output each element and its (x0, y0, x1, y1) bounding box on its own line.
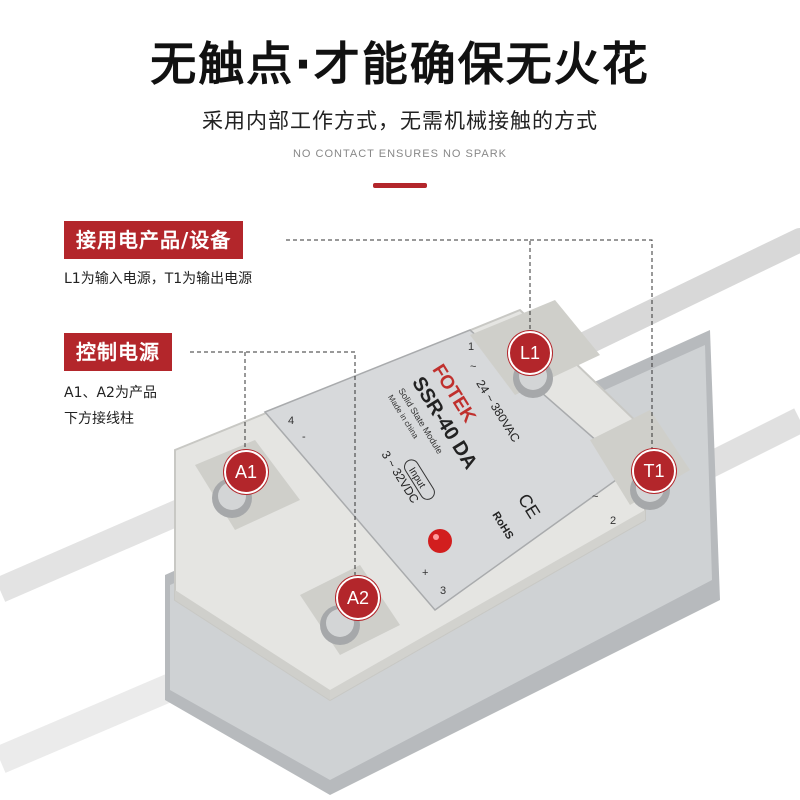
pin-1: 1 (468, 341, 474, 353)
pin-3: 3 (440, 585, 446, 597)
control-desc-line2: 下方接线柱 (64, 411, 134, 427)
terminal-a1-label: A1 (224, 450, 268, 494)
pin-2: 2 (610, 515, 616, 527)
minus-sign: - (302, 431, 306, 443)
accent-bar (373, 183, 427, 188)
page-subtitle-en: NO CONTACT ENSURES NO SPARK (292, 148, 508, 160)
equipment-desc: L1为输入电源，T1为输出电源 (64, 271, 253, 287)
plus-sign: + (422, 567, 428, 579)
control-desc-line1: A1、A2为产品 (64, 385, 157, 401)
terminal-a2-label: A2 (336, 576, 380, 620)
leader-lines (190, 239, 653, 575)
terminal-l1-label: L1 (508, 331, 552, 375)
page-subtitle: 采用内部工作方式，无需机械接触的方式 (202, 109, 598, 133)
page-title: 无触点·才能确保无火花 (150, 37, 650, 91)
equipment-tag: 接用电产品/设备 (64, 221, 244, 259)
tilde-1: ~ (470, 361, 476, 373)
status-led (428, 529, 452, 553)
tilde-2: ~ (592, 491, 598, 503)
control-tag: 控制电源 (64, 333, 172, 371)
pin-4: 4 (288, 415, 294, 427)
terminal-t1-label: T1 (632, 449, 676, 493)
